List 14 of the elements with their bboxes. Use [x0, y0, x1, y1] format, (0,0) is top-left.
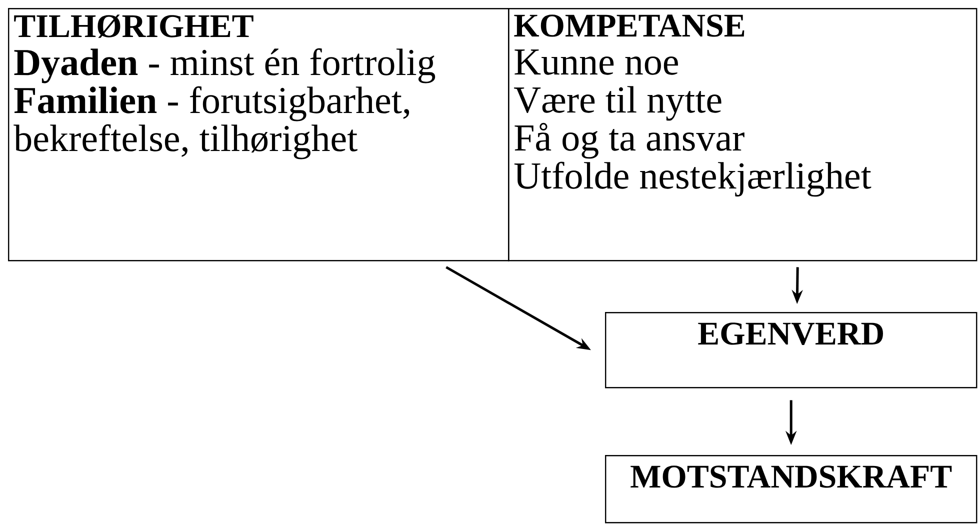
process-box: [605, 312, 978, 388]
list-item: Få og ta ansvar: [514, 122, 744, 159]
process-box: [605, 455, 978, 524]
heading: TILHØRIGHET: [14, 14, 254, 38]
text-box: [8, 8, 510, 262]
box-title: EGENVERD: [698, 322, 883, 345]
list-item: Være til nytte: [514, 86, 722, 121]
text-box: [508, 8, 978, 262]
list-item: Utfolde nestekjærlighet: [514, 162, 872, 197]
list-item: Dyaden - minst én fortrolig: [14, 48, 436, 84]
heading: KOMPETANSE: [514, 14, 744, 37]
list-item: Familien - forutsigbarhet, bekreftelse, tilhørighet: [14, 86, 410, 160]
box-title: MOTSTANDSKRAFT: [630, 466, 952, 488]
list-item: Kunne noe: [514, 50, 678, 75]
